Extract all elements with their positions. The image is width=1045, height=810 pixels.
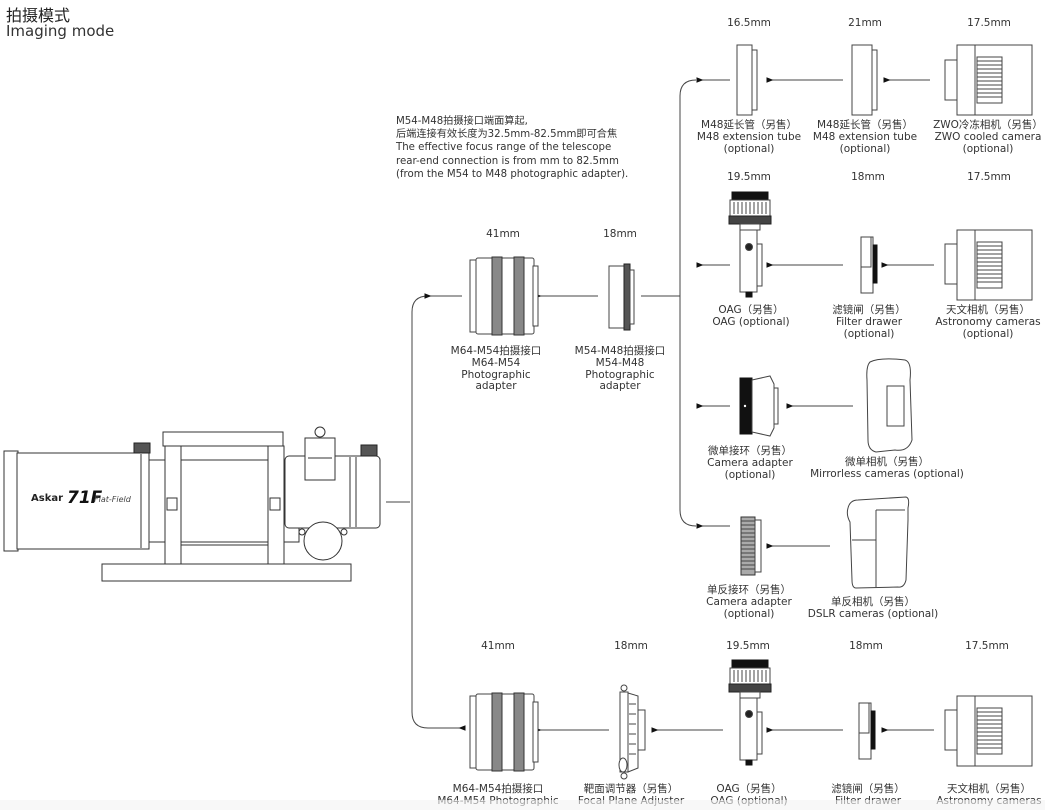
label-line: (optional) (724, 468, 776, 481)
dimension-filter-drawer-lower: 18mm (849, 640, 883, 652)
label-line: DSLR cameras (optional) (807, 607, 939, 620)
label-m64-m54-adapter: M64-M54拍摄接口 M64-M54 Photographic adapter (416, 345, 576, 393)
label-line: M54-M48 (595, 356, 645, 369)
label-line: OAG (optional) (712, 315, 790, 328)
label-line: ZWO cooled camera (934, 130, 1042, 143)
mirrorless-adapter-illustration (739, 375, 779, 437)
dimension-astro-camera: 17.5mm (967, 171, 1011, 183)
note-line: rear-end connection is from mm to 82.5mm (396, 155, 619, 167)
oag-lower-illustration (728, 659, 772, 766)
dimension-m64-m54-lower: 41mm (481, 640, 515, 652)
page-title-cn: 拍摄模式 (6, 6, 71, 25)
note-line: The effective focus range of the telesco… (396, 142, 612, 154)
dimension-m54-m48: 18mm (603, 228, 637, 240)
note-line: 后端连接有效长度为32.5mm-82.5mm即可合焦 (396, 129, 618, 141)
label-line: M48 extension tube (696, 130, 802, 143)
label-line: 天文相机（另售） (947, 783, 1031, 795)
label-m54-m48-adapter: M54-M48拍摄接口 M54-M48 Photographic adapter (540, 345, 700, 393)
dimension-m48-ext-1: 16.5mm (727, 17, 771, 29)
label-line: Camera adapter (706, 595, 792, 608)
note-line: (from the M54 to M48 photographic adapte… (396, 168, 629, 180)
label-line: M48 extension tube (812, 130, 918, 143)
focal-plane-adjuster-illustration (618, 684, 646, 780)
label-line: Filter drawer (835, 315, 903, 328)
label-line: 单反接环（另售） (707, 584, 791, 596)
label-line: (optional) (723, 142, 775, 155)
dimension-filter-drawer: 18mm (851, 171, 885, 183)
label-line: M64-M54拍摄接口 (452, 783, 544, 795)
label-line: M54-M48拍摄接口 (574, 345, 666, 357)
dimension-astro-camera-lower: 17.5mm (965, 640, 1009, 652)
label-line: 滤镜闸（另售） (832, 304, 906, 316)
label-line: Astronomy cameras (935, 315, 1041, 328)
astronomy-camera-illustration (944, 229, 1033, 301)
dimension-m64-m54: 41mm (486, 228, 520, 240)
label-line: 天文相机（另售） (946, 304, 1030, 316)
dimension-oag-lower: 19.5mm (726, 640, 770, 652)
focus-range-note: M54-M48拍摄接口端面算起, 后端连接有效长度为32.5mm-82.5mm即… (396, 115, 628, 181)
label-zwo-camera: ZWO冷冻相机（另售） ZWO cooled camera (optional) (908, 119, 1045, 155)
telescope-brand: Askar (31, 493, 64, 504)
label-dslr-camera: 单反相机（另售） DSLR cameras (optional) (793, 596, 953, 621)
connector-lines (386, 77, 934, 733)
label-line: 微单接环（另售） (708, 445, 792, 457)
label-line: OAG（另售） (718, 304, 784, 316)
label-line: adapter (475, 380, 517, 393)
label-oag: OAG（另售） OAG (optional) (671, 304, 831, 329)
m48-extension-tube-2-illustration (851, 44, 878, 116)
telescope-model: 71F (67, 488, 103, 508)
label-line: M64-M54拍摄接口 (450, 345, 542, 357)
telescope-series: Flat-Field (94, 495, 131, 504)
dslr-adapter-illustration (740, 516, 762, 576)
label-line: M48延长管（另售） (817, 119, 913, 131)
m48-extension-tube-1-illustration (736, 44, 758, 116)
astronomy-camera-lower-illustration (944, 695, 1033, 767)
label-line: (optional) (839, 142, 891, 155)
label-line: Camera adapter (707, 456, 793, 469)
oag-illustration (728, 191, 772, 298)
label-m48-ext-1: M48延长管（另售） M48 extension tube (optional) (669, 119, 829, 155)
label-line: Photographic (585, 368, 655, 381)
dimension-m48-ext-2: 21mm (848, 17, 882, 29)
label-line: ZWO冷冻相机（另售） (933, 119, 1043, 131)
label-line: M48延长管（另售） (701, 119, 797, 131)
label-line: M64-M54 (471, 356, 521, 369)
filter-drawer-lower-illustration (858, 702, 876, 760)
label-line: 微单相机（另售） (845, 456, 929, 468)
label-line: (optional) (723, 607, 775, 620)
label-line: adapter (599, 380, 641, 393)
label-filter-drawer: 滤镜闸（另售） Filter drawer (optional) (789, 304, 949, 340)
label-line: OAG（另售） (716, 783, 782, 795)
m54-m48-adapter-illustration (608, 263, 635, 331)
note-line: M54-M48拍摄接口端面算起, (396, 116, 528, 127)
zwo-camera-illustration (944, 44, 1033, 116)
label-dslr-adapter: 单反接环（另售） Camera adapter (optional) (669, 584, 829, 620)
label-m48-ext-2: M48延长管（另售） M48 extension tube (optional) (785, 119, 945, 155)
dslr-camera-illustration (846, 496, 910, 589)
dimension-focal-plane-adjuster: 18mm (614, 640, 648, 652)
m64-m54-adapter-illustration (469, 256, 539, 336)
mirrorless-camera-illustration (866, 358, 913, 453)
page-title-en: Imaging mode (6, 22, 115, 40)
label-mirrorless-adapter: 微单接环（另售） Camera adapter (optional) (670, 445, 830, 481)
label-line: 靶面调节器（另售） (583, 783, 679, 795)
label-line: (optional) (962, 142, 1014, 155)
label-line: Photographic (461, 368, 531, 381)
dimension-oag: 19.5mm (727, 171, 771, 183)
telescope-illustration (3, 426, 381, 582)
bottom-edge (0, 800, 1045, 810)
label-line: 单反相机（另售） (831, 596, 915, 608)
label-line: 滤镜闸（另售） (831, 783, 905, 795)
filter-drawer-illustration (860, 236, 878, 294)
label-astro-camera: 天文相机（另售） Astronomy cameras (optional) (908, 304, 1045, 340)
label-line: (optional) (843, 327, 895, 340)
m64-m54-adapter-lower-illustration (469, 692, 539, 772)
label-line: Mirrorless cameras (optional) (810, 467, 964, 480)
label-mirrorless-camera: 微单相机（另售） Mirrorless cameras (optional) (807, 456, 967, 481)
label-line: (optional) (962, 327, 1014, 340)
dimension-zwo-camera: 17.5mm (967, 17, 1011, 29)
